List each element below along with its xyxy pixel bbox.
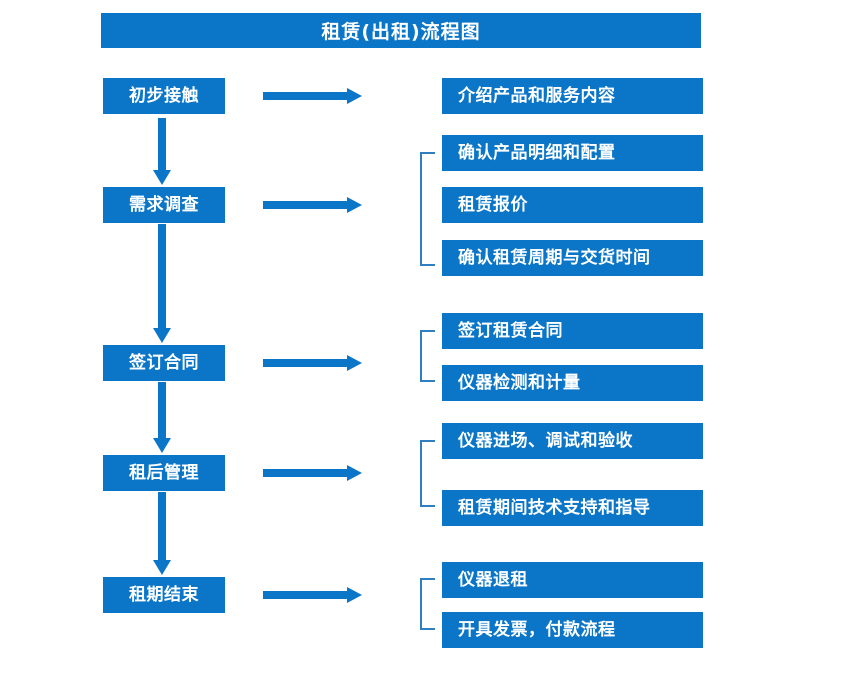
stage-box-3[interactable]: 签订合同 (103, 345, 225, 381)
detail-box-6[interactable]: 仪器检测和计量 (442, 365, 703, 401)
detail-box-8[interactable]: 租赁期间技术支持和指导 (442, 490, 703, 526)
stage-box-2[interactable]: 需求调查 (103, 187, 225, 223)
detail-box-7[interactable]: 仪器进场、调试和验收 (442, 423, 703, 459)
vertical-arrow-3-to-4 (151, 382, 173, 454)
group-bracket-stage-5 (420, 578, 435, 630)
detail-box-3[interactable]: 租赁报价 (442, 187, 703, 223)
group-bracket-stage-2 (420, 152, 435, 266)
detail-box-9[interactable]: 仪器退租 (442, 562, 703, 598)
detail-box-2[interactable]: 确认产品明细和配置 (442, 135, 703, 171)
detail-box-5[interactable]: 签订租赁合同 (442, 313, 703, 349)
stage-box-5[interactable]: 租期结束 (103, 577, 225, 613)
horizontal-arrow-stage-3 (263, 353, 363, 373)
group-bracket-stage-3 (420, 330, 435, 382)
detail-box-4[interactable]: 确认租赁周期与交货时间 (442, 240, 703, 276)
detail-box-1[interactable]: 介绍产品和服务内容 (442, 78, 703, 114)
horizontal-arrow-stage-2 (263, 195, 363, 215)
horizontal-arrow-stage-1 (263, 86, 363, 106)
vertical-arrow-4-to-5 (151, 492, 173, 576)
vertical-arrow-1-to-2 (151, 118, 173, 186)
stage-box-4[interactable]: 租后管理 (103, 455, 225, 491)
page-title: 租赁(出租)流程图 (101, 13, 701, 48)
vertical-arrow-2-to-3 (151, 224, 173, 344)
horizontal-arrow-stage-4 (263, 463, 363, 483)
group-bracket-stage-4 (420, 440, 435, 507)
horizontal-arrow-stage-5 (263, 585, 363, 605)
stage-box-1[interactable]: 初步接触 (103, 78, 225, 114)
detail-box-10[interactable]: 开具发票，付款流程 (442, 612, 703, 648)
